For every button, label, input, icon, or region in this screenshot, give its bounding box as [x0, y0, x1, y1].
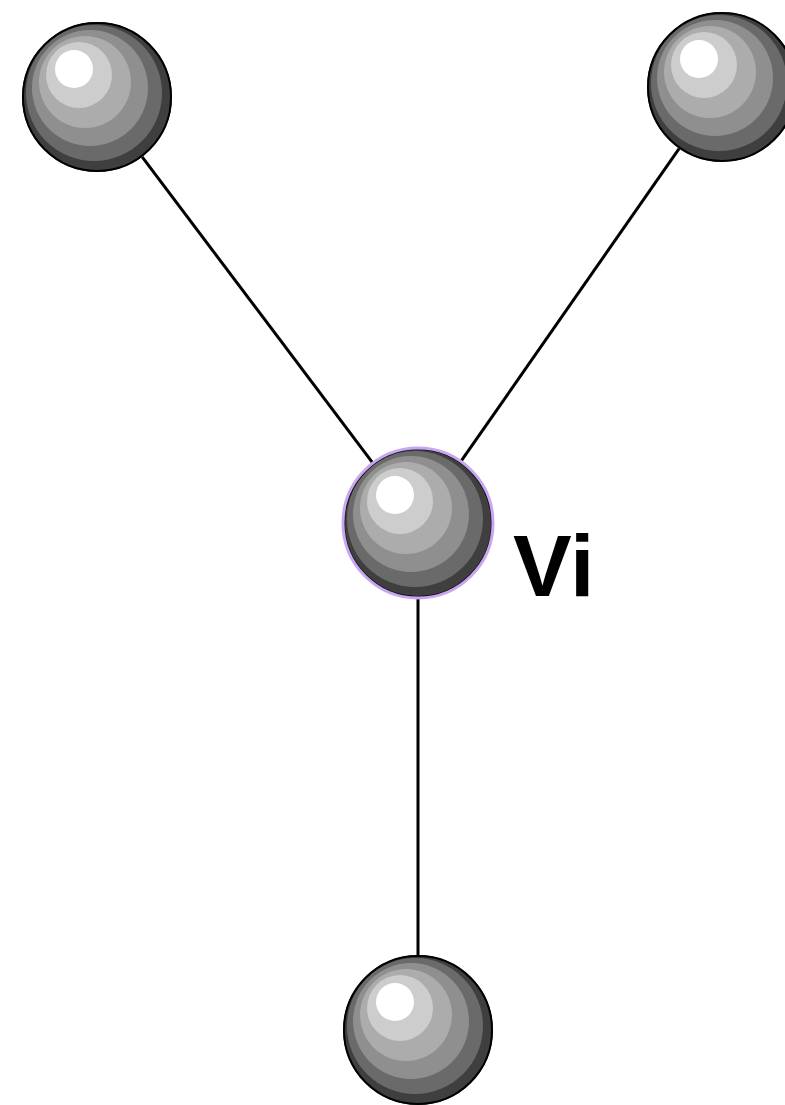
sphere-shade	[347, 958, 483, 1094]
graph-edge	[142, 157, 373, 463]
sphere-outline	[344, 956, 492, 1104]
graph-vertex	[647, 12, 785, 162]
sphere-shade	[360, 969, 452, 1061]
sphere-shade	[55, 50, 93, 88]
sphere-shape	[647, 12, 785, 162]
sphere-shade	[347, 451, 483, 587]
sphere-shade	[376, 476, 414, 514]
sphere-shade	[367, 975, 433, 1041]
graph-vertex: Vi	[343, 448, 493, 598]
sphere-shade	[360, 462, 452, 554]
sphere-shape	[22, 22, 172, 172]
sphere-shade	[664, 26, 756, 118]
sphere-shade	[39, 36, 131, 128]
sphere-shade	[343, 955, 493, 1105]
sphere-shade	[32, 30, 148, 146]
sphere-shade	[651, 15, 785, 151]
graph-edge	[417, 598, 420, 955]
sphere-shade	[46, 42, 112, 108]
sphere-outline	[344, 449, 492, 597]
sphere-shade	[26, 25, 162, 161]
sphere-shade	[367, 468, 433, 534]
graph-edge	[461, 149, 679, 462]
sphere-shade	[22, 22, 172, 172]
highlight-ring	[343, 448, 493, 598]
sphere-shade	[353, 456, 469, 572]
sphere-shade	[376, 983, 414, 1021]
sphere-shade	[671, 32, 737, 98]
sphere-shade	[657, 20, 773, 136]
sphere-shade	[343, 448, 493, 598]
sphere-shape	[343, 448, 493, 598]
vertex-label: Vi	[513, 522, 595, 610]
sphere-shade	[353, 963, 469, 1079]
sphere-outline	[648, 13, 785, 161]
sphere-shade	[647, 12, 785, 162]
sphere-outline	[23, 23, 171, 171]
graph-vertex	[343, 955, 493, 1105]
sphere-shape	[343, 955, 493, 1105]
sphere-shade	[680, 40, 718, 78]
graph-vertex	[22, 22, 172, 172]
